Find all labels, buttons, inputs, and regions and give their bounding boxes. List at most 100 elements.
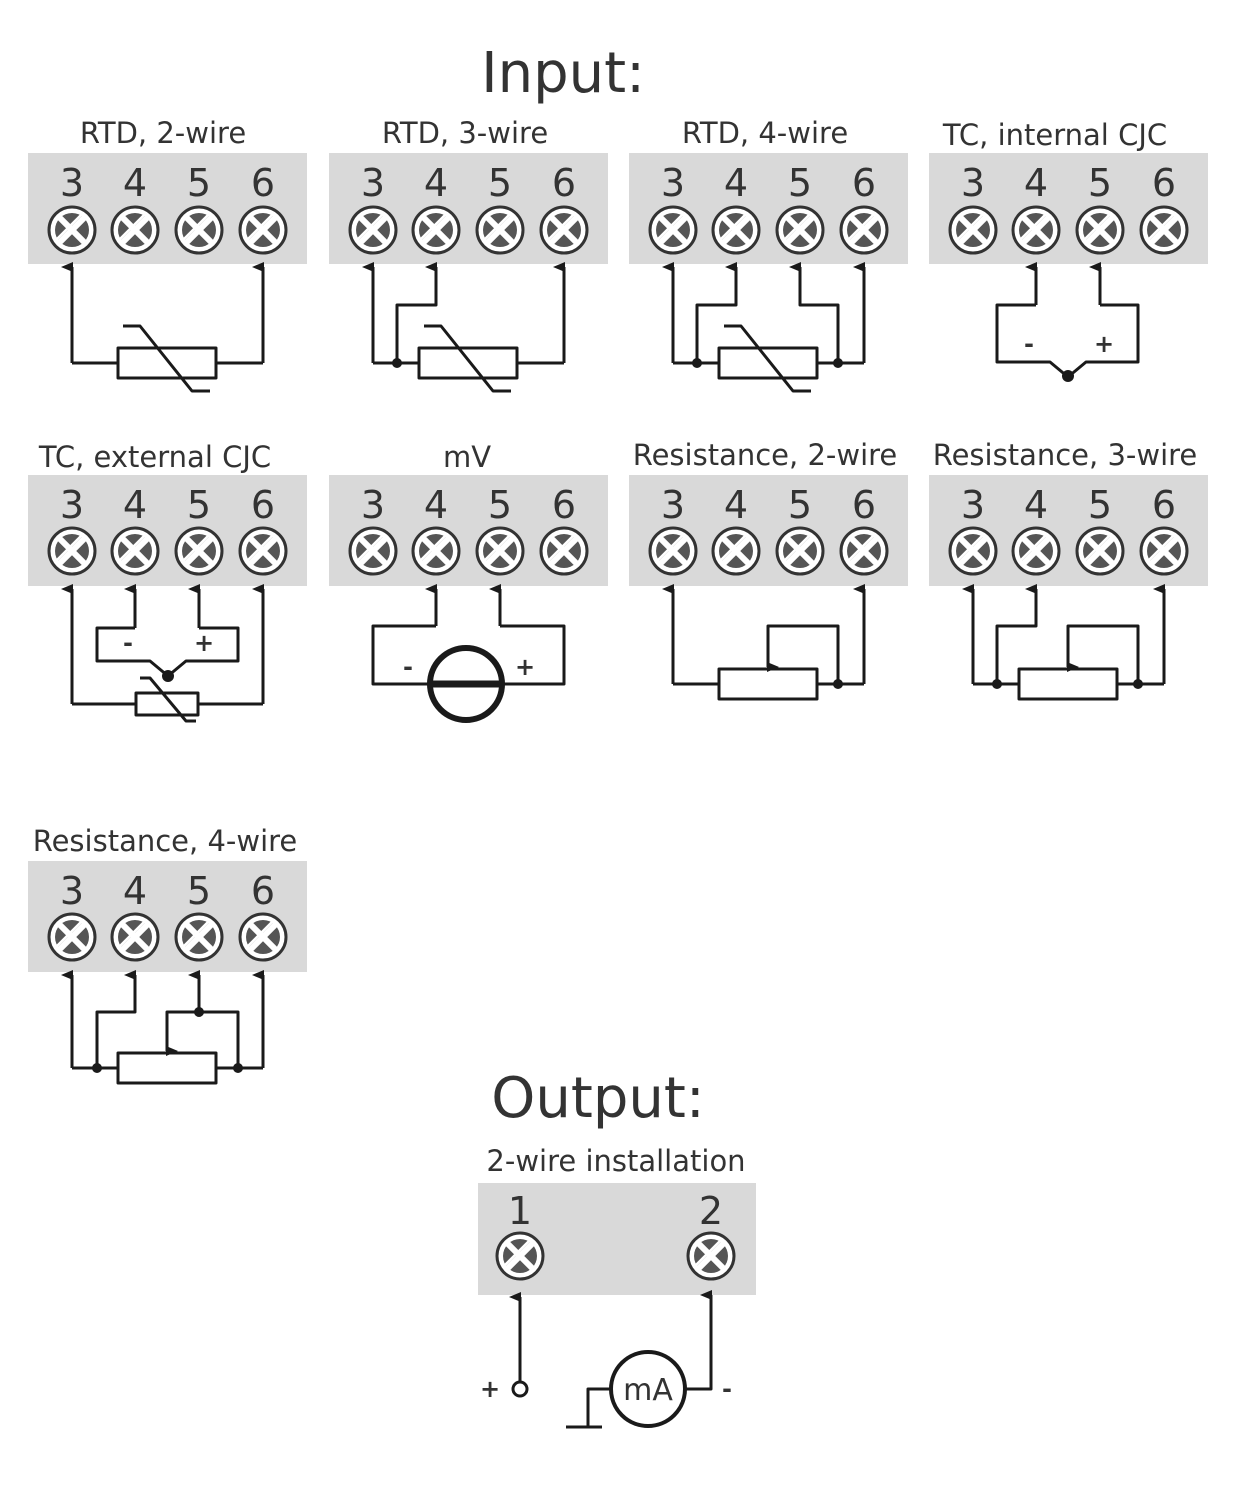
screw-terminal-icon [950,207,996,253]
screw-terminal-icon [777,207,823,253]
screw-terminal-icon [1013,207,1059,253]
junction-dot [992,679,1002,689]
terminal-number: 4 [724,483,748,527]
terminal-number: 5 [1088,483,1112,527]
terminal-number: 4 [424,161,448,205]
terminal-number: 1 [508,1189,532,1233]
screw-terminal-icon [1013,528,1059,574]
panel-resistance-4-wire: Resistance, 4-wire 3 4 5 6 [28,824,307,1085]
terminal-number: 6 [1152,161,1176,205]
panel-title: Resistance, 2-wire [633,438,898,472]
junction-dot [194,1007,204,1017]
screw-terminal-icon [112,528,158,574]
plus-sign: + [480,1375,500,1403]
panel-title: RTD, 2-wire [80,116,246,150]
terminal-number: 5 [187,483,211,527]
junction-dot [692,358,702,368]
supply-terminal-icon [511,1380,529,1398]
panel-title: Resistance, 4-wire [33,824,298,858]
panel-resistance-3-wire: Resistance, 3-wire 3 4 5 6 [929,438,1208,701]
screw-terminal-icon [1141,207,1187,253]
thermocouple-junction [162,670,174,682]
junction-dot [1133,679,1143,689]
terminal-number: 4 [424,483,448,527]
panel-mv: mV 3 4 5 6 - + [329,440,608,723]
terminal-number: 6 [552,483,576,527]
panel-title: mV [443,440,491,474]
screw-terminal-icon [841,528,887,574]
output-loop-wiring [509,1290,713,1429]
panel-title: 2-wire installation [486,1144,745,1178]
meter-label: mA [623,1373,673,1408]
screw-terminal-icon [497,1233,543,1279]
screw-terminal-icon [350,207,396,253]
plus-sign: + [515,653,535,681]
minus-sign: - [722,1375,732,1403]
screw-terminal-icon [112,207,158,253]
screw-terminal-icon [777,528,823,574]
panel-tc-internal-cjc: TC, internal CJC 3 4 5 6 - + [929,118,1208,382]
panel-title: TC, internal CJC [942,118,1167,152]
minus-sign: - [123,629,133,657]
terminal-number: 6 [251,483,275,527]
panel-rtd-2-wire: RTD, 2-wire 3 4 5 6 [28,116,307,393]
terminal-number: 3 [961,483,985,527]
panel-title: RTD, 3-wire [382,116,548,150]
minus-sign: - [1024,330,1034,358]
junction-dot [392,358,402,368]
screw-terminal-icon [650,207,696,253]
screw-terminal-icon [650,528,696,574]
junction-dot [233,1063,243,1073]
panel-rtd-3-wire: RTD, 3-wire 3 4 5 6 [329,116,608,393]
thermocouple-cjc-wiring [61,584,265,723]
terminal-number: 5 [488,483,512,527]
screw-terminal-icon [413,207,459,253]
terminal-number: 3 [60,869,84,913]
terminal-number: 4 [123,483,147,527]
terminal-number: 5 [1088,161,1112,205]
screw-terminal-icon [1141,528,1187,574]
terminal-number: 5 [488,161,512,205]
screw-terminal-icon [49,914,95,960]
potentiometer-wiring [662,584,866,701]
terminal-number: 3 [60,161,84,205]
junction-dot [92,1063,102,1073]
panel-output-2-wire: 2-wire installation 1 2 mA + - [478,1144,756,1429]
terminal-number: 4 [1024,161,1048,205]
screw-terminal-icon [240,914,286,960]
plus-sign: + [1094,330,1114,358]
terminal-number: 6 [251,869,275,913]
terminal-number: 3 [961,161,985,205]
screw-terminal-icon [688,1233,734,1279]
terminal-number: 6 [251,161,275,205]
terminal-number: 4 [1024,483,1048,527]
ground-icon [586,1387,611,1427]
terminal-number: 5 [788,483,812,527]
screw-terminal-icon [413,528,459,574]
terminal-number: 2 [699,1189,723,1233]
terminal-number: 5 [187,869,211,913]
rtd-wiring [662,262,866,393]
screw-terminal-icon [477,207,523,253]
minus-sign: - [403,653,413,681]
thermocouple-junction [1062,370,1074,382]
screw-terminal-icon [1077,528,1123,574]
terminal-number: 3 [661,161,685,205]
output-heading: Output: [491,1066,704,1131]
input-heading: Input: [481,41,645,106]
terminal-number: 4 [123,161,147,205]
screw-terminal-icon [240,207,286,253]
terminal-number: 3 [361,483,385,527]
screw-terminal-icon [176,528,222,574]
screw-terminal-icon [176,914,222,960]
panel-tc-external-cjc: TC, external CJC 3 4 5 6 - + [28,440,307,723]
terminal-number: 3 [661,483,685,527]
terminal-number: 3 [60,483,84,527]
plus-sign: + [194,629,214,657]
terminal-number: 5 [187,161,211,205]
terminal-number: 4 [724,161,748,205]
junction-dot [833,358,843,368]
panel-title: TC, external CJC [38,440,271,474]
screw-terminal-icon [541,207,587,253]
